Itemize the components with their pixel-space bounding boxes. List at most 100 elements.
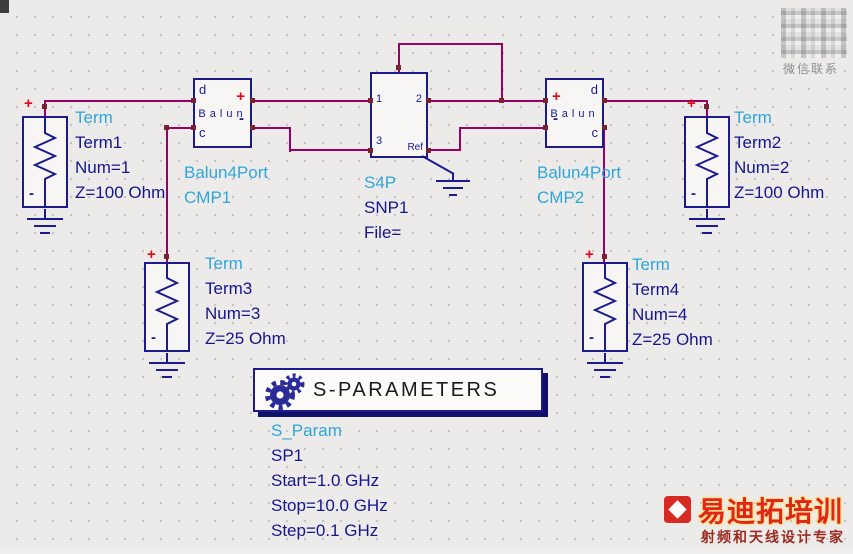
plus-mark: + xyxy=(236,88,245,105)
param-step-label[interactable]: Step=0.1 GHz xyxy=(271,521,379,540)
junction[interactable] xyxy=(499,98,504,103)
pin[interactable] xyxy=(164,125,169,130)
wire[interactable] xyxy=(398,43,503,45)
term1-symbol[interactable]: - xyxy=(22,116,68,208)
term4-labels: Term Term4 Num=4 Z=25 Ohm xyxy=(632,252,713,352)
s4p-labels: S4P SNP1 File= xyxy=(364,170,408,245)
component-type-label[interactable]: Balun4Port xyxy=(537,163,622,182)
s4p-pin1-label: 1 xyxy=(376,93,383,105)
pin[interactable] xyxy=(250,98,255,103)
minus-mark: - xyxy=(553,110,558,127)
param-num-label[interactable]: Num=2 xyxy=(734,158,790,177)
pin[interactable] xyxy=(426,98,431,103)
ground-symbol[interactable] xyxy=(431,172,475,202)
balun4port-cmp1-symbol[interactable]: d + Balun c - xyxy=(193,78,252,148)
pin[interactable] xyxy=(602,98,607,103)
s4p-symbol[interactable]: 1 2 3 Ref xyxy=(370,72,428,158)
component-type-label[interactable]: Term xyxy=(632,255,670,274)
pin[interactable] xyxy=(191,98,196,103)
ground-symbol[interactable] xyxy=(145,352,189,384)
balun2-labels: Balun4Port CMP2 xyxy=(537,160,621,210)
instance-name-label[interactable]: Term2 xyxy=(734,133,782,152)
pin[interactable] xyxy=(543,125,548,130)
pin[interactable] xyxy=(426,148,431,153)
wire[interactable] xyxy=(289,149,370,151)
resistor-symbol xyxy=(592,264,618,350)
pin[interactable] xyxy=(543,98,548,103)
wire[interactable] xyxy=(603,127,605,262)
sparam-labels: S_Param SP1 Start=1.0 GHz Stop=10.0 GHz … xyxy=(271,418,388,543)
wire[interactable] xyxy=(427,100,545,102)
instance-name-label[interactable]: Term1 xyxy=(75,133,123,152)
wire[interactable] xyxy=(603,100,708,102)
pin[interactable] xyxy=(164,254,169,259)
wire[interactable] xyxy=(459,127,545,129)
wire[interactable] xyxy=(459,127,461,151)
term3-symbol[interactable]: - xyxy=(144,262,190,352)
ref-wire[interactable] xyxy=(418,152,458,178)
ground-symbol[interactable] xyxy=(583,352,627,384)
plus-mark: + xyxy=(585,246,594,263)
component-type-label[interactable]: Term xyxy=(75,108,113,127)
component-type-label[interactable]: Term xyxy=(205,254,243,273)
component-type-label[interactable]: Balun4Port xyxy=(184,163,269,182)
wechat-qr-code xyxy=(781,8,847,58)
component-type-label[interactable]: S4P xyxy=(364,173,397,192)
balun1-labels: Balun4Port CMP1 xyxy=(184,160,268,210)
pin[interactable] xyxy=(250,125,255,130)
pin[interactable] xyxy=(602,125,607,130)
param-file-label[interactable]: File= xyxy=(364,223,402,242)
brand-logo-icon xyxy=(664,496,691,523)
wire[interactable] xyxy=(44,100,194,102)
balun-d-port-label: d xyxy=(590,82,598,97)
param-z-label[interactable]: Z=100 Ohm xyxy=(734,183,825,202)
pin[interactable] xyxy=(396,65,401,70)
component-type-label[interactable]: S_Param xyxy=(271,421,342,440)
wire[interactable] xyxy=(251,100,370,102)
balun4port-cmp2-symbol[interactable]: d + Balun c - xyxy=(545,78,604,148)
instance-name-label[interactable]: CMP2 xyxy=(537,188,585,207)
wire[interactable] xyxy=(289,127,291,152)
s4p-pin3-label: 3 xyxy=(376,135,383,147)
param-num-label[interactable]: Num=1 xyxy=(75,158,131,177)
balun-d-port-label: d xyxy=(199,82,207,97)
ground-symbol[interactable] xyxy=(23,208,67,240)
instance-name-label[interactable]: CMP1 xyxy=(184,188,232,207)
param-start-label[interactable]: Start=1.0 GHz xyxy=(271,471,380,490)
brand-title: 易迪拓培训 xyxy=(698,496,844,527)
wire[interactable] xyxy=(427,149,461,151)
pin[interactable] xyxy=(602,254,607,259)
instance-name-label[interactable]: Term3 xyxy=(205,279,253,298)
term2-symbol[interactable]: - xyxy=(684,116,730,208)
pin[interactable] xyxy=(191,125,196,130)
wire[interactable] xyxy=(166,127,168,262)
pin[interactable] xyxy=(368,148,373,153)
bottom-edge xyxy=(0,548,853,554)
minus-mark: - xyxy=(151,329,156,346)
instance-name-label[interactable]: Term4 xyxy=(632,280,680,299)
pin[interactable] xyxy=(368,98,373,103)
balun-c-port-label: c xyxy=(591,125,599,140)
wire[interactable] xyxy=(501,43,503,102)
s4p-pin2-label: 2 xyxy=(415,93,422,105)
param-z-label[interactable]: Z=25 Ohm xyxy=(632,330,713,349)
wire[interactable] xyxy=(251,127,291,129)
param-stop-label[interactable]: Stop=10.0 GHz xyxy=(271,496,388,515)
s-parameters-block[interactable]: S-PARAMETERS xyxy=(253,368,550,418)
term4-symbol[interactable]: - xyxy=(582,262,628,352)
component-type-label[interactable]: Term xyxy=(734,108,772,127)
param-num-label[interactable]: Num=4 xyxy=(632,305,688,324)
wire[interactable] xyxy=(398,43,400,73)
pin[interactable] xyxy=(704,104,709,109)
param-z-label[interactable]: Z=100 Ohm xyxy=(75,183,166,202)
instance-name-label[interactable]: SNP1 xyxy=(364,198,409,217)
wire[interactable] xyxy=(166,127,194,129)
s4p-ref-label: Ref xyxy=(407,142,423,153)
instance-name-label[interactable]: SP1 xyxy=(271,446,304,465)
balun-label: Balun xyxy=(550,108,599,120)
param-z-label[interactable]: Z=25 Ohm xyxy=(205,329,286,348)
pin[interactable] xyxy=(42,104,47,109)
param-num-label[interactable]: Num=3 xyxy=(205,304,261,323)
ground-symbol[interactable] xyxy=(685,208,729,240)
